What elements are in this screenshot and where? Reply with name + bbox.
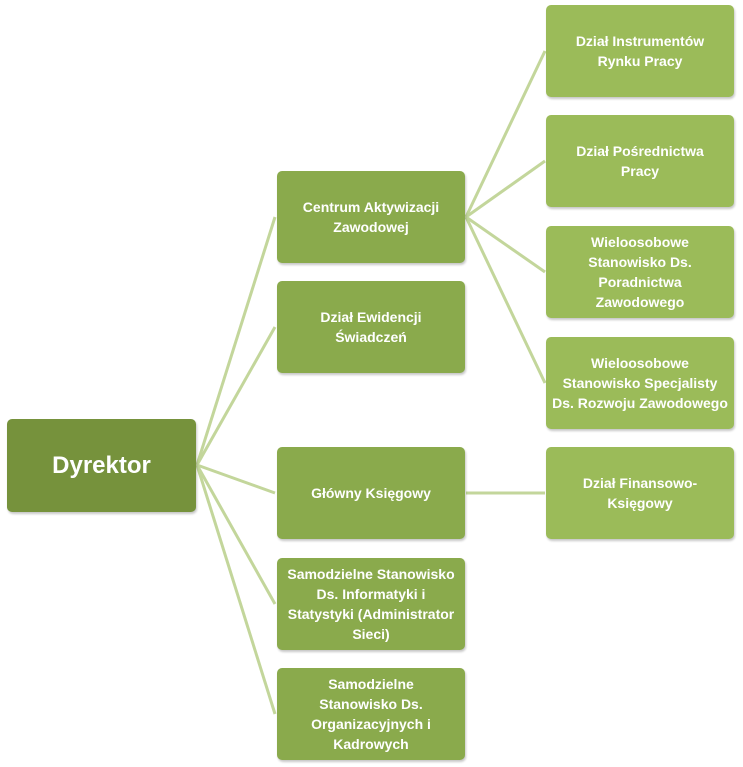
node-dzial-instrumentow-rynku-pracy: Dział Instrumentów Rynku Pracy	[546, 5, 734, 97]
node-dzial-posrednictwa-pracy-label: Dział Pośrednictwa Pracy	[576, 143, 704, 179]
node-dzial-posrednictwa-pracy: Dział Pośrednictwa Pracy	[546, 115, 734, 207]
node-stanowisko-poradnictwa-label: Wieloosobowe Stanowisko Ds. Poradnictwa …	[588, 234, 692, 310]
connector-root-ewidencja	[195, 326, 277, 466]
connector-centrum-rozwoj	[464, 216, 547, 384]
connector-root-kadry	[195, 464, 277, 715]
connector-root-centrum	[195, 216, 277, 466]
connector-root-ksiegowy	[196, 463, 276, 495]
node-dzial-finansowo-ksiegowy-label: Dział Finansowo-Księgowy	[582, 475, 698, 511]
node-dzial-ewidencji-swiadczen: Dział Ewidencji Świadczeń	[277, 281, 465, 373]
node-stanowisko-kadrowe: Samodzielne Stanowisko Ds. Organizacyjny…	[277, 668, 465, 760]
connector-root-informatyka	[195, 464, 277, 605]
node-stanowisko-kadrowe-label: Samodzielne Stanowisko Ds. Organizacyjny…	[311, 676, 431, 752]
connector-centrum-poradnictwo	[465, 215, 546, 274]
node-centrum-aktywizacji-zawodowej-label: Centrum Aktywizacji Zawodowej	[302, 199, 440, 235]
node-stanowisko-poradnictwa: Wieloosobowe Stanowisko Ds. Poradnictwa …	[546, 226, 734, 318]
connector-centrum-posrednictwo	[465, 159, 546, 219]
node-dzial-ewidencji-swiadczen-label: Dział Ewidencji Świadczeń	[320, 309, 422, 345]
node-stanowisko-rozwoju-zawodowego-label: Wieloosobowe Stanowisko Specjalisty Ds. …	[552, 355, 728, 411]
node-stanowisko-informatyki-label: Samodzielne Stanowisko Ds. Informatyki i…	[287, 566, 455, 642]
node-dzial-finansowo-ksiegowy: Dział Finansowo-Księgowy	[546, 447, 734, 539]
node-dzial-instrumentow-rynku-pracy-label: Dział Instrumentów Rynku Pracy	[575, 33, 705, 69]
node-dyrektor-label: Dyrektor	[52, 451, 151, 479]
node-glowny-ksiegowy: Główny Księgowy	[277, 447, 465, 539]
node-stanowisko-rozwoju-zawodowego: Wieloosobowe Stanowisko Specjalisty Ds. …	[546, 337, 734, 429]
node-stanowisko-informatyki: Samodzielne Stanowisko Ds. Informatyki i…	[277, 558, 465, 650]
connector-centrum-instrumenty	[464, 50, 547, 218]
node-dyrektor: Dyrektor	[7, 419, 196, 512]
node-centrum-aktywizacji-zawodowej: Centrum Aktywizacji Zawodowej	[277, 171, 465, 263]
node-glowny-ksiegowy-label: Główny Księgowy	[311, 485, 431, 501]
